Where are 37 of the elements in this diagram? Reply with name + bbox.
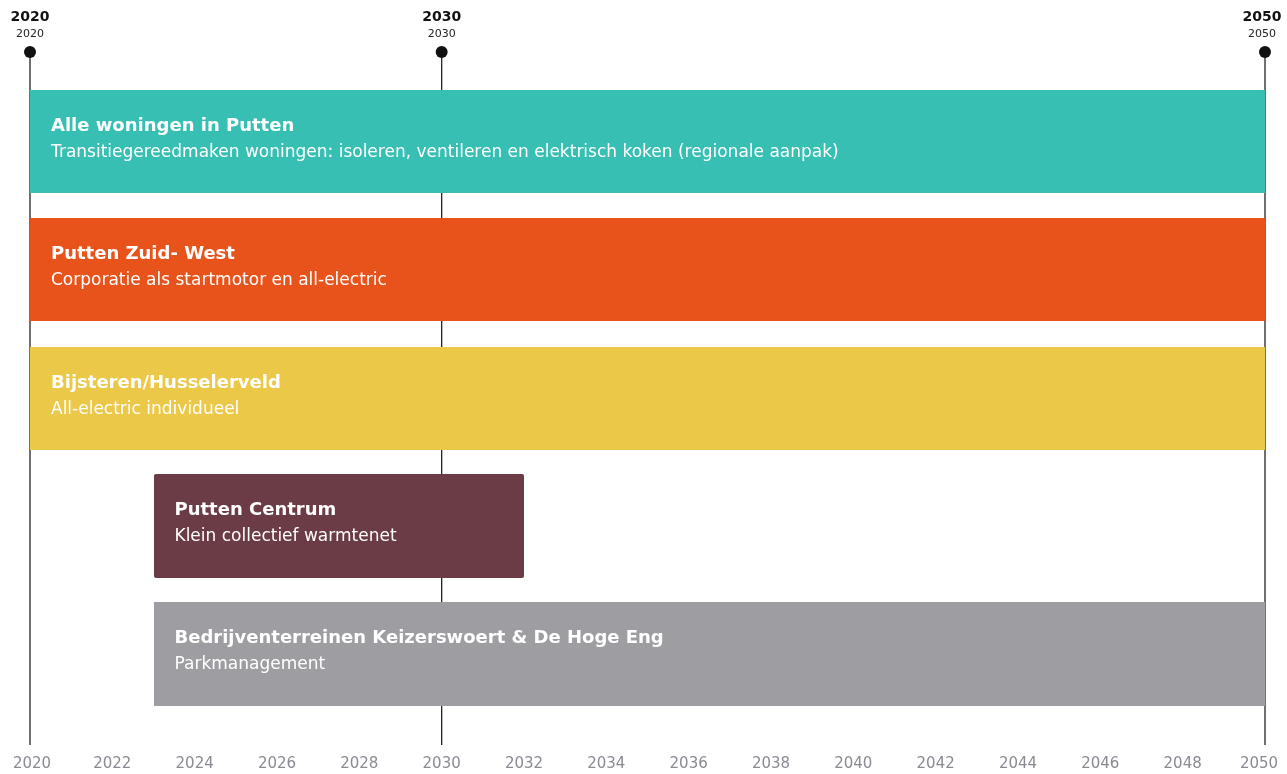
bar-title: Putten Zuid- West: [51, 242, 235, 263]
bar-title: Bedrijventerreinen Keizerswoert & De Hoge Eng: [174, 626, 664, 647]
axis-tick-label: 2042: [916, 754, 955, 772]
axis-tick-label: 2028: [340, 754, 379, 772]
timeline-bar: [30, 347, 1265, 450]
axis-tick-label: 2026: [257, 754, 297, 772]
axis-tick-label: 2032: [504, 754, 544, 772]
axis-tick-label: 2024: [175, 754, 214, 772]
milestone-year: 2020: [10, 8, 50, 24]
bar-title: Putten Centrum: [174, 498, 337, 519]
milestone-sublabel: 2050: [1248, 27, 1276, 40]
bar-title: Bijsteren/Husselerveld: [51, 371, 281, 392]
milestone-sublabel: 2020: [16, 27, 44, 40]
axis-tick-label: 2040: [834, 754, 873, 772]
milestone-sublabel: 2030: [427, 27, 456, 40]
axis-tick-label: 2038: [751, 754, 791, 772]
axis-tick-label: 2022: [93, 754, 132, 772]
bar-description: Klein collectief warmtenet: [174, 525, 397, 545]
axis-tick-label: 2044: [998, 754, 1038, 772]
bar-description: All-electric individueel: [51, 398, 240, 418]
timeline-bar: [153, 474, 524, 578]
milestone-year: 2030: [422, 8, 462, 24]
bar-description: Corporatie als startmotor en all-electric: [51, 269, 387, 289]
axis-tick-label: 2034: [587, 754, 626, 772]
axis-tick-label: 2048: [1163, 754, 1202, 772]
axis-tick-label: 2050: [1239, 754, 1279, 772]
bar-description: Transitiegereedmaken woningen: isoleren, ventileren en elektrisch koken (regionale aanpak): [51, 141, 839, 161]
axis-tick-label: 2046: [1081, 754, 1120, 772]
timeline-bar: [30, 90, 1265, 193]
axis-tick-label: 2020: [12, 754, 52, 772]
bar-title: Alle woningen in Putten: [51, 114, 295, 135]
axis-tick-label: 2036: [669, 754, 708, 772]
timeline-bar: [30, 218, 1265, 321]
axis-tick-label: 2030: [422, 754, 461, 772]
timeline-bar: [153, 602, 1265, 706]
milestone-year: 2050: [1242, 8, 1282, 24]
bar-description: Parkmanagement: [174, 653, 326, 673]
